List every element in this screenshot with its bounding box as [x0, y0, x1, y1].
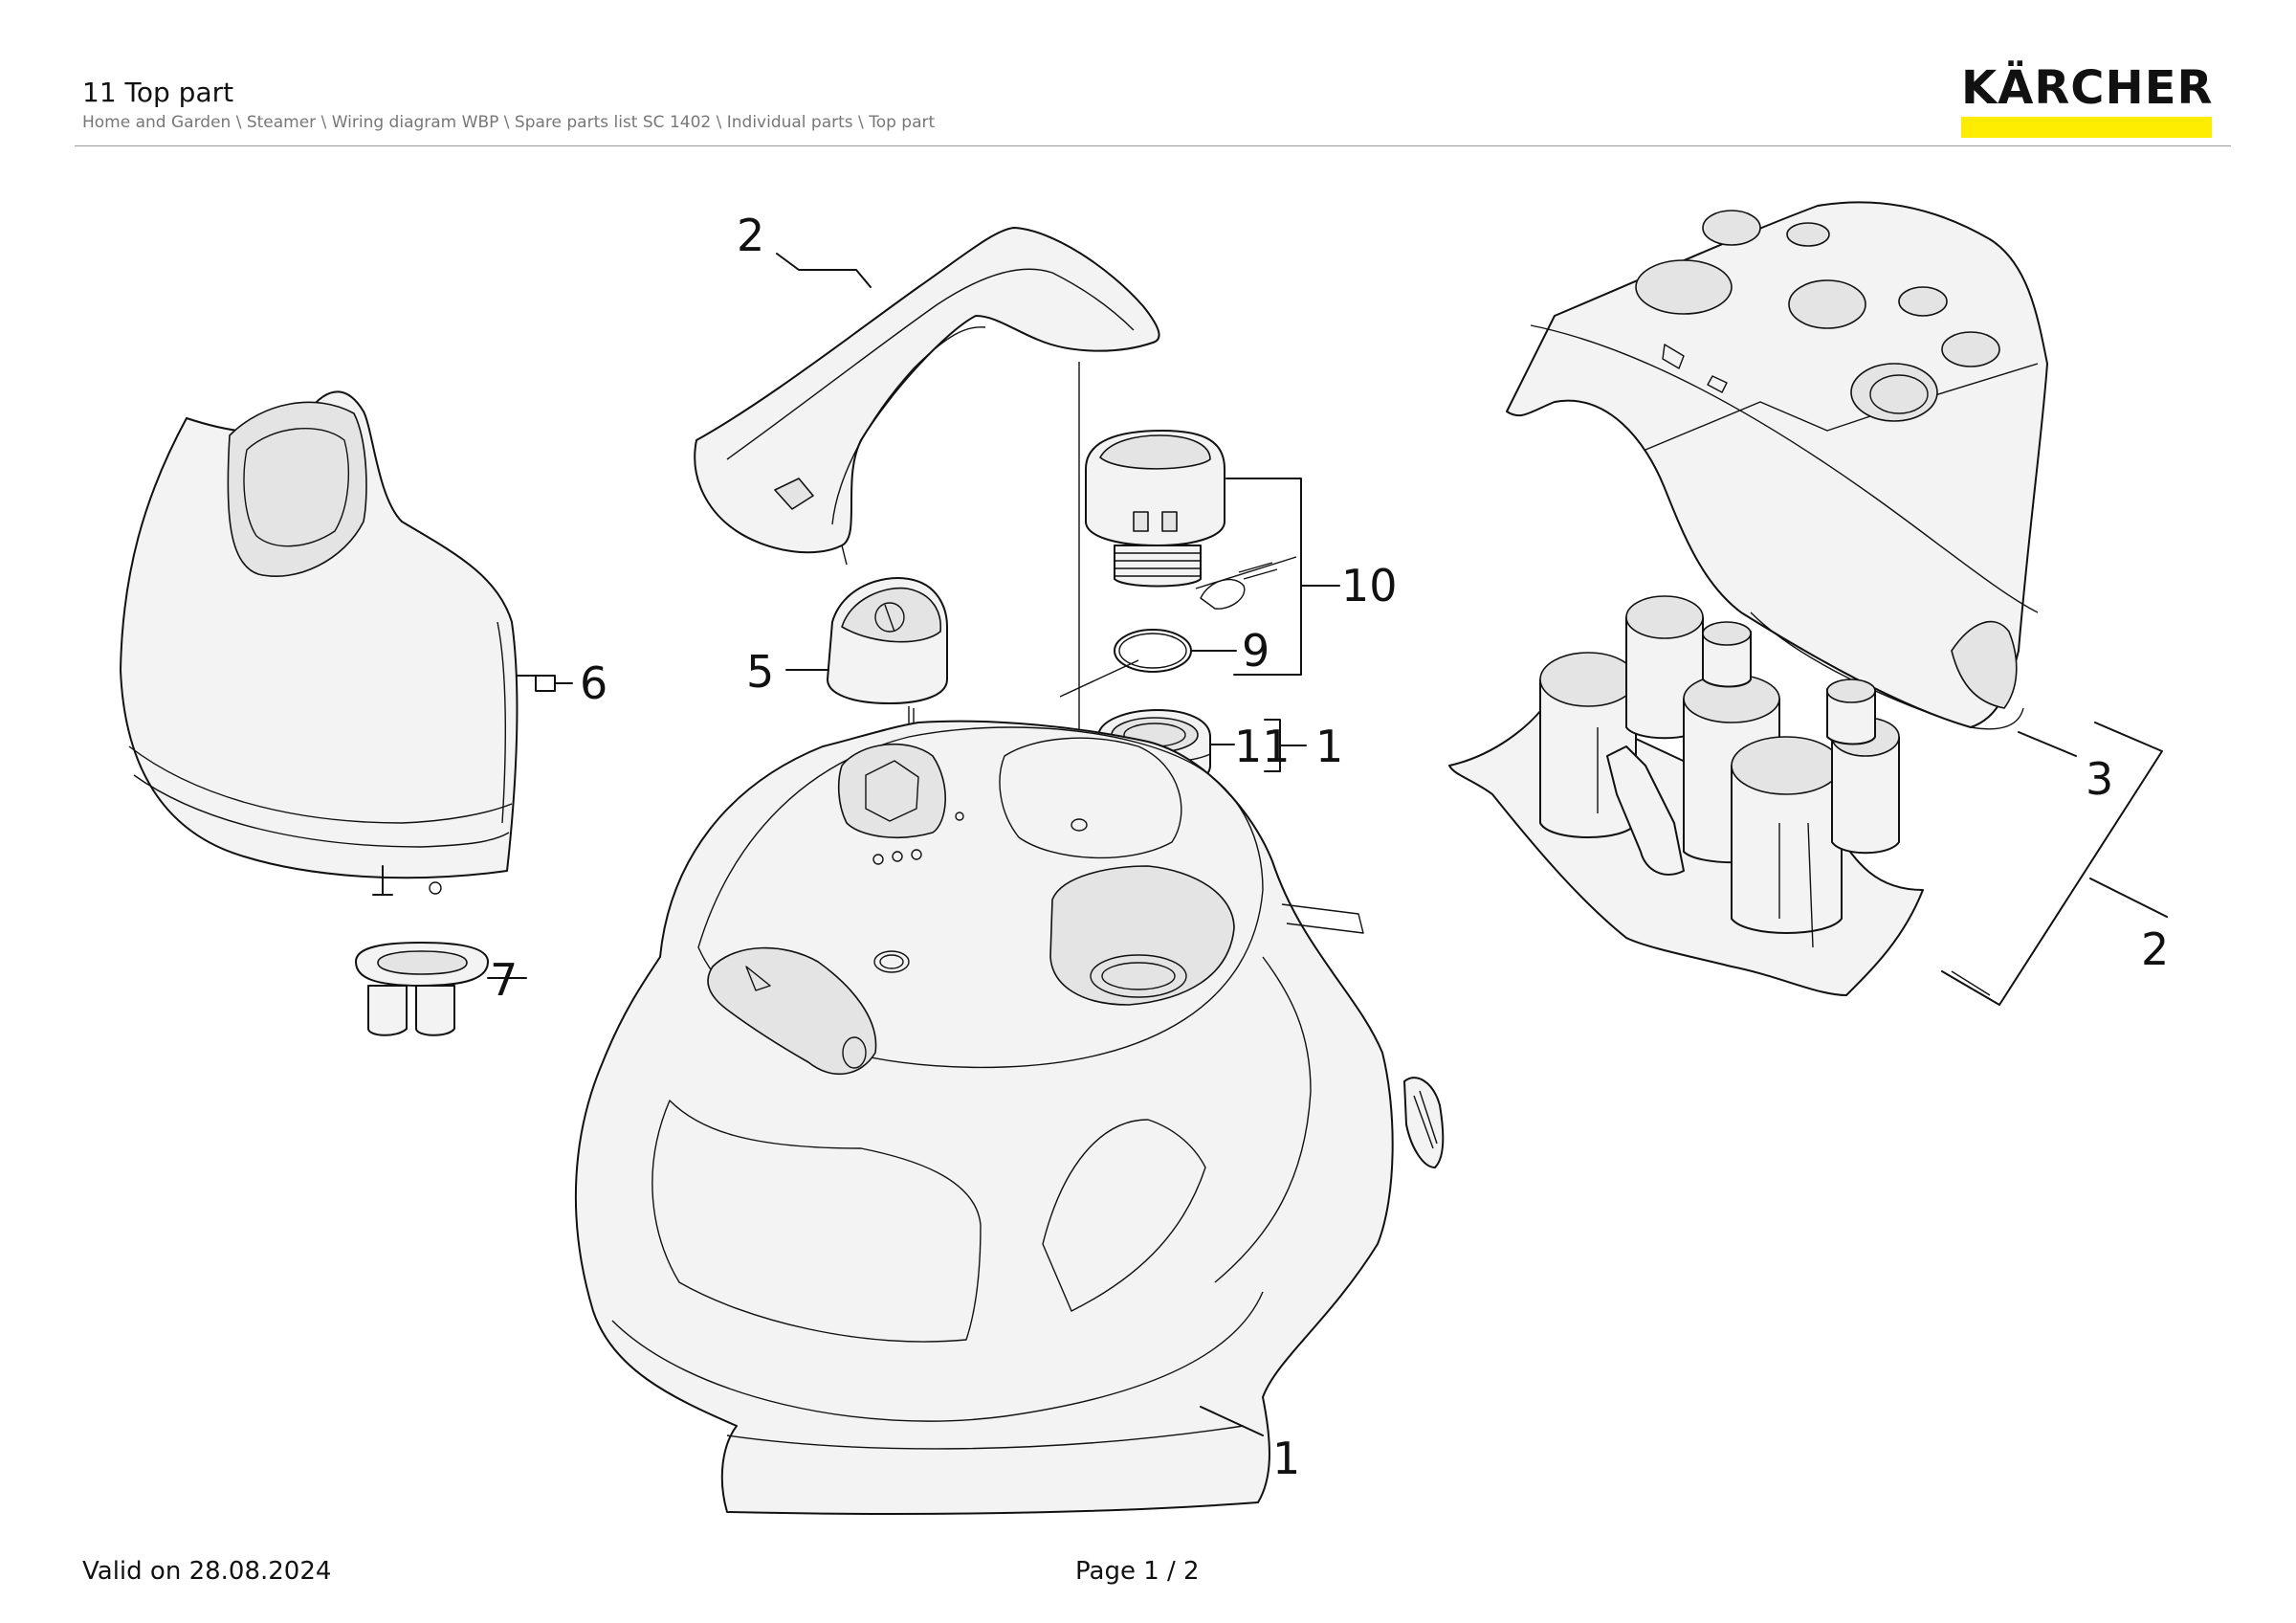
callout-7: 7 — [490, 954, 518, 1006]
holder-guide-line — [1951, 970, 1991, 996]
bracket-11-to-1 — [1264, 719, 1307, 772]
footer-page-number: Page 1 / 2 — [1075, 1557, 1200, 1586]
callout-5: 5 — [746, 646, 774, 698]
callout-1-right: 1 — [1315, 721, 1343, 772]
page-title: 11 Top part — [82, 77, 234, 108]
footer-valid-date: Valid on 28.08.2024 — [82, 1557, 332, 1586]
part-5-cap — [827, 577, 948, 704]
part-7-plug — [355, 942, 489, 1036]
leader-1-main — [1200, 1406, 1264, 1436]
bracket-10 — [1225, 478, 1340, 676]
brand-logo: KÄRCHER — [1961, 65, 2212, 138]
bracket-2-holder — [1941, 722, 2168, 1006]
callout-2-handle: 2 — [737, 210, 764, 261]
breadcrumb[interactable]: Home and Garden \ Steamer \ Wiring diagr… — [82, 113, 936, 132]
callout-9: 9 — [1242, 625, 1269, 677]
part-10-valve-assembly — [1085, 430, 1225, 588]
leader-3 — [2018, 731, 2077, 757]
leader-2-handle — [776, 253, 872, 288]
leader-6 — [516, 675, 573, 692]
logo-wordmark: KÄRCHER — [1961, 61, 2214, 115]
header-divider — [75, 145, 2231, 146]
part-2-accessory-holder-tray — [1448, 595, 1924, 996]
part-10-spring-detail — [1195, 556, 1297, 610]
part-3-accessory-holder-cover — [1506, 201, 2048, 730]
callout-1-main: 1 — [1272, 1433, 1300, 1484]
part-1-main-housing — [574, 720, 1445, 1515]
callout-2-holder: 2 — [2141, 923, 2169, 975]
logo-yellow-bar — [1961, 117, 2212, 138]
part-2-handle — [694, 227, 1160, 566]
part-6-side-cover — [120, 390, 519, 896]
callout-3: 3 — [2086, 753, 2113, 805]
callout-6: 6 — [580, 657, 607, 709]
callout-10: 10 — [1341, 560, 1398, 611]
